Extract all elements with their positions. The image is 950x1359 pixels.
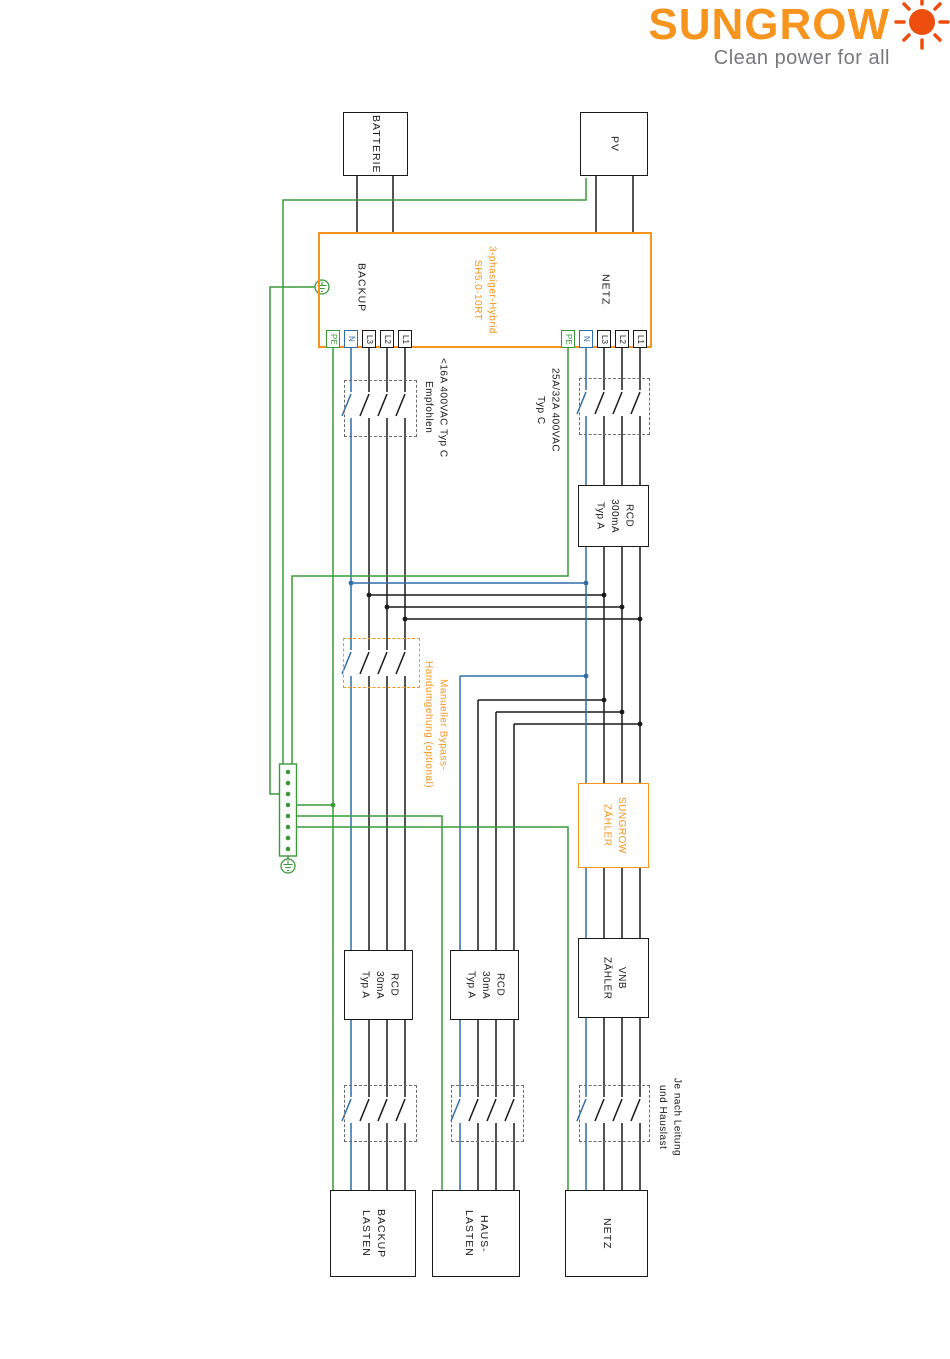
terminal-netz-n: N xyxy=(579,330,593,348)
grid-breaker-label: 25A/32A 400VAC Typ C xyxy=(535,368,561,453)
pv-label: PV xyxy=(608,135,621,152)
netz-breaker-box xyxy=(579,1085,650,1142)
inverter-netz-port-label: NETZ xyxy=(599,274,612,306)
pe-terminal-strip xyxy=(278,763,298,857)
rcd-300ma-box: RCD 300mA Typ A xyxy=(578,485,649,547)
netz-box: NETZ xyxy=(565,1190,648,1277)
backup-breaker-label: <16A 400VAC Typ C Empfohlen xyxy=(423,357,449,458)
haus-lasten-box: HAUS- LASTEN xyxy=(432,1190,520,1277)
logo-tagline: Clean power for all xyxy=(713,47,890,69)
rcd-30ma-haus-box: RCD 30mA Typ A xyxy=(450,950,519,1020)
backup-breaker-box xyxy=(344,380,417,437)
neutral-wires xyxy=(341,348,587,1190)
battery-label: BATTERIE xyxy=(370,114,383,174)
junction-dots xyxy=(330,580,643,808)
rcd-30ma-backup-box: RCD 30mA Typ A xyxy=(344,950,413,1020)
pv-box: PV xyxy=(580,112,648,176)
terminal-backup-l2: L2 xyxy=(380,330,394,348)
battery-box: BATTERIE xyxy=(343,112,408,176)
terminal-netz-l3: L3 xyxy=(597,330,611,348)
terminal-netz-l2: L2 xyxy=(615,330,629,348)
ground-symbol-strip xyxy=(280,858,296,874)
vnb-meter-box: VNB ZÄHLER xyxy=(578,938,649,1018)
haus-loads-breaker-box xyxy=(451,1085,524,1142)
inverter-model-label: 3-phasiger-Hybrid SH5.0-10RT xyxy=(472,246,498,334)
terminal-netz-pe: PE xyxy=(561,330,575,348)
grid-breaker-box xyxy=(579,378,650,435)
bypass-label: Manueller Bypass- Handumgehung (optional… xyxy=(423,661,449,789)
grid-load-note: Je nach Leitung und Hauslast xyxy=(657,1078,683,1157)
backup-lasten-box: BACKUP LASTEN xyxy=(330,1190,416,1277)
backup-loads-breaker-box xyxy=(344,1085,417,1142)
terminal-netz-l1: L1 xyxy=(633,330,647,348)
inverter-backup-port-label: BACKUP xyxy=(355,263,368,313)
terminal-backup-l3: L3 xyxy=(362,330,376,348)
sungrow-meter-box: SUNGROW ZÄHLER xyxy=(578,783,649,868)
terminal-backup-n: N xyxy=(344,330,358,348)
bypass-switch-box xyxy=(343,638,420,688)
sungrow-wordmark: SUNGROW xyxy=(648,0,890,49)
terminal-backup-pe: PE xyxy=(326,330,340,348)
sun-icon xyxy=(894,0,950,50)
terminal-backup-l1: L1 xyxy=(398,330,412,348)
inverter-box xyxy=(318,232,652,348)
pe-wires xyxy=(269,178,587,1190)
